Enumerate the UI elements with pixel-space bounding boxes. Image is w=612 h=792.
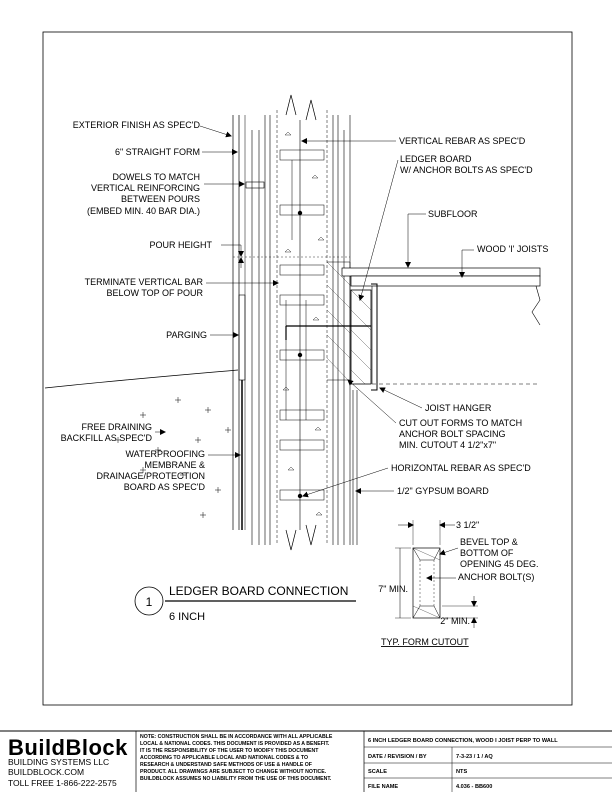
cutout-bevel-3: OPENING 45 DEG. bbox=[460, 559, 539, 569]
detail-subtitle: 6 INCH bbox=[169, 611, 205, 623]
cutout-bevel-1: BEVEL TOP & bbox=[460, 537, 518, 547]
label-free-draining-2: BACKFILL AS SPEC'D bbox=[61, 433, 153, 443]
label-free-draining-1: FREE DRAINING bbox=[81, 422, 152, 432]
file-label: FILE NAME bbox=[368, 784, 398, 790]
title-block: BuildBlock BUILDING SYSTEMS LLC BUILDBLO… bbox=[0, 730, 612, 792]
label-exterior-finish: EXTERIOR FINISH AS SPEC'D bbox=[73, 120, 201, 130]
drawing-title-field: 6 INCH LEDGER BOARD CONNECTION, WOOD I J… bbox=[368, 738, 558, 744]
note-line: IT IS THE RESPONSIBILITY OF THE USER TO … bbox=[140, 748, 319, 754]
note-line: PRODUCT. ALL DRAWINGS ARE SUBJECT TO CHA… bbox=[140, 769, 327, 775]
company-website: BUILDBLOCK.COM bbox=[8, 767, 84, 777]
cutout-anchor-bolts: ANCHOR BOLT(S) bbox=[458, 572, 534, 582]
left-labels: EXTERIOR FINISH AS SPEC'D 6" STRAIGHT FO… bbox=[61, 120, 213, 492]
date-label: DATE / REVISION / BY bbox=[368, 754, 427, 760]
label-joist-hanger: JOIST HANGER bbox=[425, 403, 492, 413]
label-waterproofing-2: MEMBRANE & bbox=[144, 460, 205, 470]
right-labels: VERTICAL REBAR AS SPEC'D LEDGER BOARD W/… bbox=[391, 136, 548, 496]
wall-section bbox=[44, 94, 541, 551]
note-line: BUILDBLOCK ASSUMES NO LIABILITY FROM THE… bbox=[140, 776, 332, 782]
label-parging: PARGING bbox=[166, 330, 207, 340]
detail-title: 1 LEDGER BOARD CONNECTION 6 INCH bbox=[134, 584, 356, 623]
cutout-dim-height: 7" MIN. bbox=[378, 584, 408, 594]
joist-hanger bbox=[371, 283, 378, 391]
i-joist-top-flange bbox=[350, 275, 541, 287]
scale-label: SCALE bbox=[368, 769, 387, 775]
sheet-border bbox=[42, 31, 573, 706]
label-cutout-1: CUT OUT FORMS TO MATCH bbox=[399, 418, 522, 428]
scale-value: NTS bbox=[456, 769, 467, 775]
company-name: BUILDING SYSTEMS LLC bbox=[8, 757, 109, 767]
ledger-board bbox=[350, 289, 372, 385]
leader-lines bbox=[155, 125, 474, 498]
label-cutout-3: MIN. CUTOUT 4 1/2"x7" bbox=[399, 440, 496, 450]
date-value: 7-3-23 / 1 / AQ bbox=[456, 754, 493, 760]
brand-logo: BuildBlock bbox=[8, 735, 128, 760]
note-line: NOTE: CONSTRUCTION SHALL BE IN ACCORDANC… bbox=[140, 734, 333, 740]
label-waterproofing-4: BOARD AS SPEC'D bbox=[124, 482, 206, 492]
cutout-bevel-2: BOTTOM OF bbox=[460, 548, 514, 558]
grade-line bbox=[44, 369, 239, 389]
subfloor bbox=[341, 267, 541, 277]
label-cutout-2: ANCHOR BOLT SPACING bbox=[399, 429, 506, 439]
label-gypsum: 1/2" GYPSUM BOARD bbox=[397, 486, 489, 496]
label-waterproofing-3: DRAINAGE/PROTECTION bbox=[96, 471, 205, 481]
cutout-caption: TYP. FORM CUTOUT bbox=[381, 637, 469, 647]
label-dowels-4: (EMBED MIN. 40 BAR DIA.) bbox=[87, 206, 200, 216]
detail-number: 1 bbox=[146, 595, 153, 609]
label-subfloor: SUBFLOOR bbox=[428, 209, 478, 219]
form-cutout-detail: 3 1/2" BEVEL TOP & BOTTOM OF OPENING 45 … bbox=[378, 520, 539, 647]
label-terminate-1: TERMINATE VERTICAL BAR bbox=[85, 277, 204, 287]
label-straight-form: 6" STRAIGHT FORM bbox=[115, 147, 200, 157]
label-ledger-1: LEDGER BOARD bbox=[400, 154, 472, 164]
parging bbox=[238, 294, 246, 381]
detail-title-text: LEDGER BOARD CONNECTION bbox=[169, 584, 348, 598]
label-vertical-rebar: VERTICAL REBAR AS SPEC'D bbox=[399, 136, 526, 146]
file-value: 4.036 - BB600 bbox=[456, 784, 492, 790]
label-terminate-2: BELOW TOP OF POUR bbox=[106, 288, 203, 298]
note-line: LOCAL & NATIONAL CODES. THIS DOCUMENT IS… bbox=[140, 741, 330, 747]
note-line: ACCORDING TO APPLICABLE LOCAL AND NATION… bbox=[140, 755, 308, 761]
cutout-dim-min: 2" MIN. bbox=[440, 616, 470, 626]
label-waterproofing-1: WATERPROOFING bbox=[126, 449, 206, 459]
company-phone: TOLL FREE 1-866-222-2575 bbox=[8, 778, 117, 788]
note-line: RESEARCH & UNDERSTAND SAFE METHODS OF US… bbox=[140, 762, 312, 768]
label-ledger-2: W/ ANCHOR BOLTS AS SPEC'D bbox=[400, 165, 533, 175]
cutout-dim-width: 3 1/2" bbox=[456, 520, 479, 530]
label-horizontal-rebar: HORIZONTAL REBAR AS SPEC'D bbox=[391, 463, 531, 473]
label-pour-height: POUR HEIGHT bbox=[149, 240, 212, 250]
label-dowels-2: VERTICAL REINFORCING bbox=[91, 183, 200, 193]
label-dowels-3: BETWEEN POURS bbox=[121, 194, 200, 204]
label-wood-joists: WOOD 'I' JOISTS bbox=[477, 244, 548, 254]
backfill bbox=[115, 397, 231, 518]
label-dowels-1: DOWELS TO MATCH bbox=[112, 172, 200, 182]
